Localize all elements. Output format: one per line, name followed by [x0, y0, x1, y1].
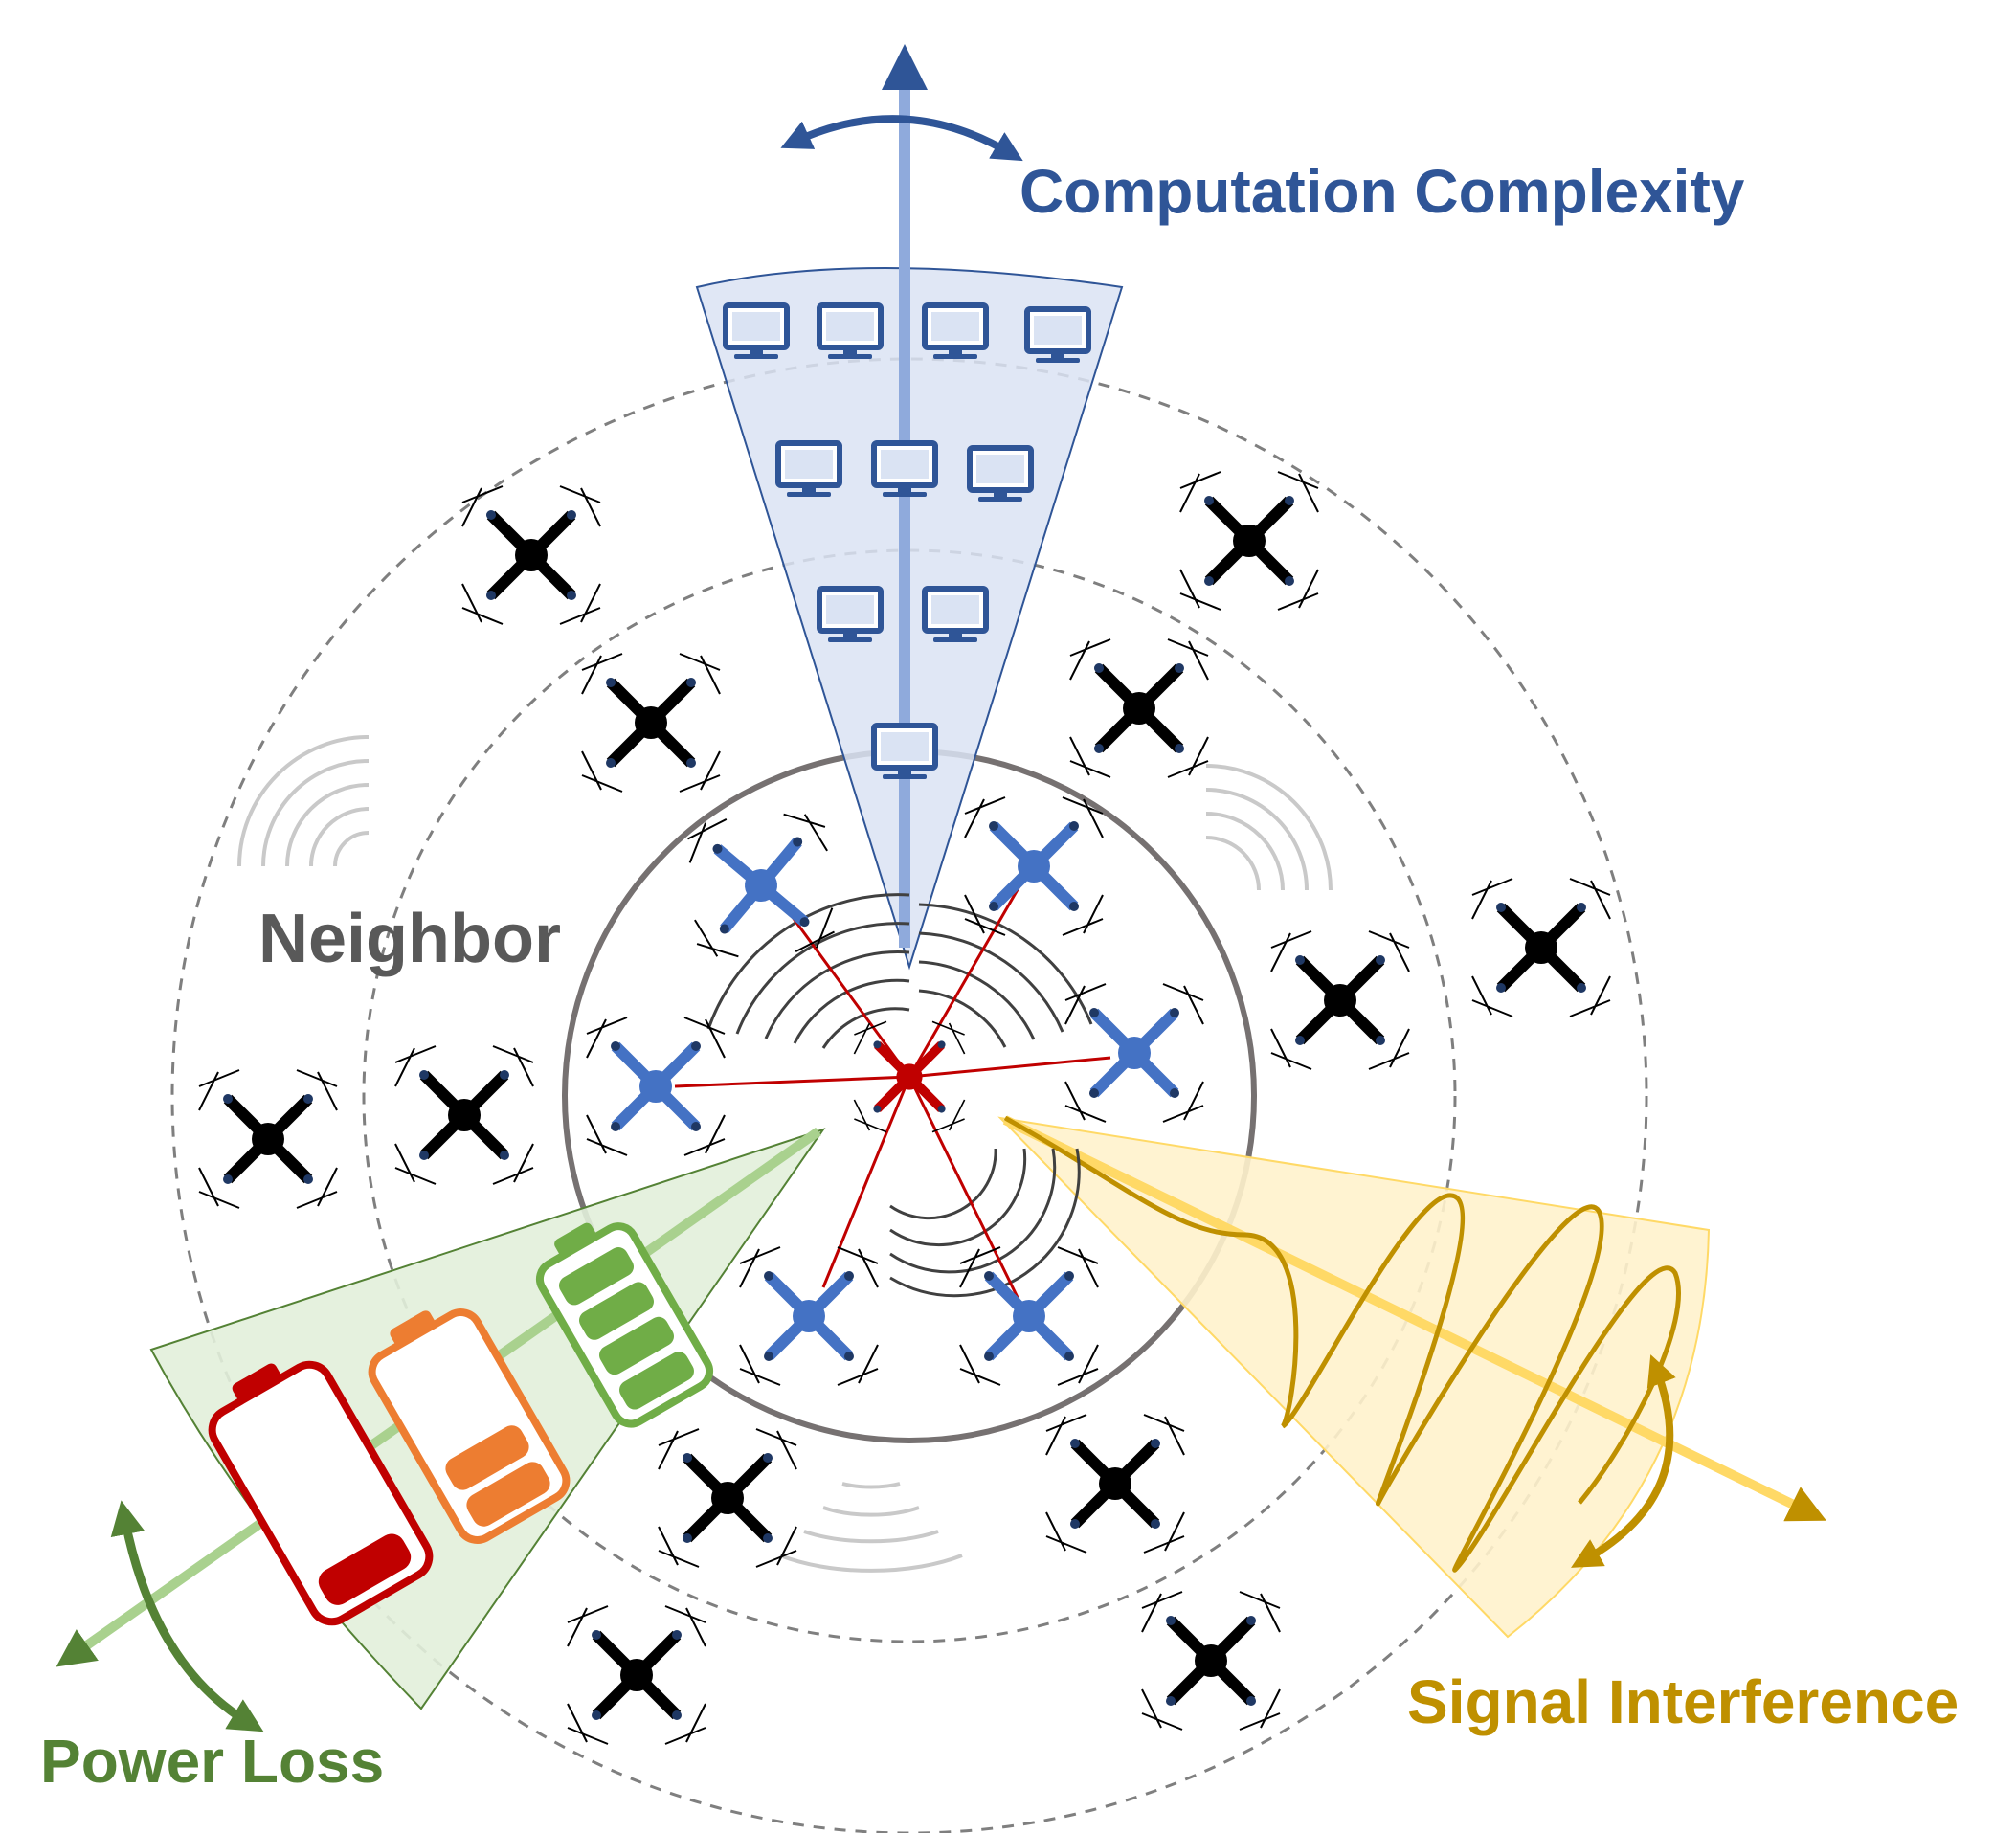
quadcopter-icon [1070, 639, 1208, 777]
radio-wave-icon [706, 893, 1093, 1298]
neighbor-label: Neighbor [258, 901, 561, 977]
quadcopter-icon [1472, 879, 1610, 1017]
power-rotate-arrow [110, 1500, 264, 1732]
quadcopter-icon [740, 1247, 878, 1385]
battery-half-icon [368, 1308, 571, 1544]
power-label: Power Loss [40, 1727, 384, 1796]
quadcopter-icon [686, 811, 836, 960]
signal-label: Signal Interference [1407, 1667, 1959, 1736]
quadcopter-icon [1180, 472, 1318, 610]
quadcopter-icon [1271, 931, 1409, 1069]
quadcopter-icon [659, 1429, 796, 1567]
quadcopter-icon [1046, 1415, 1184, 1553]
quadcopter-icon [1142, 1592, 1280, 1730]
quadcopter-icon [582, 654, 720, 792]
outer-ring [170, 357, 1648, 1833]
battery-full-icon [535, 1222, 714, 1428]
signal-rotate-arrow [1571, 1354, 1676, 1568]
radio-wave-icon [237, 735, 1333, 1573]
quadcopter-icon [199, 1070, 337, 1208]
quadcopter-icon [462, 486, 600, 624]
quadcopter-icon [568, 1606, 706, 1744]
signal-waveform [1003, 1115, 1681, 1573]
computation-label: Computation Complexity [1019, 157, 1745, 226]
computation-rotate-arrow [780, 115, 1023, 162]
quadcopter-icon [1065, 984, 1203, 1122]
quadcopter-icon [965, 797, 1103, 935]
battery-low-icon [208, 1360, 434, 1626]
center-quadcopter-icon [854, 1021, 964, 1131]
quadcopter-icon [395, 1046, 533, 1184]
